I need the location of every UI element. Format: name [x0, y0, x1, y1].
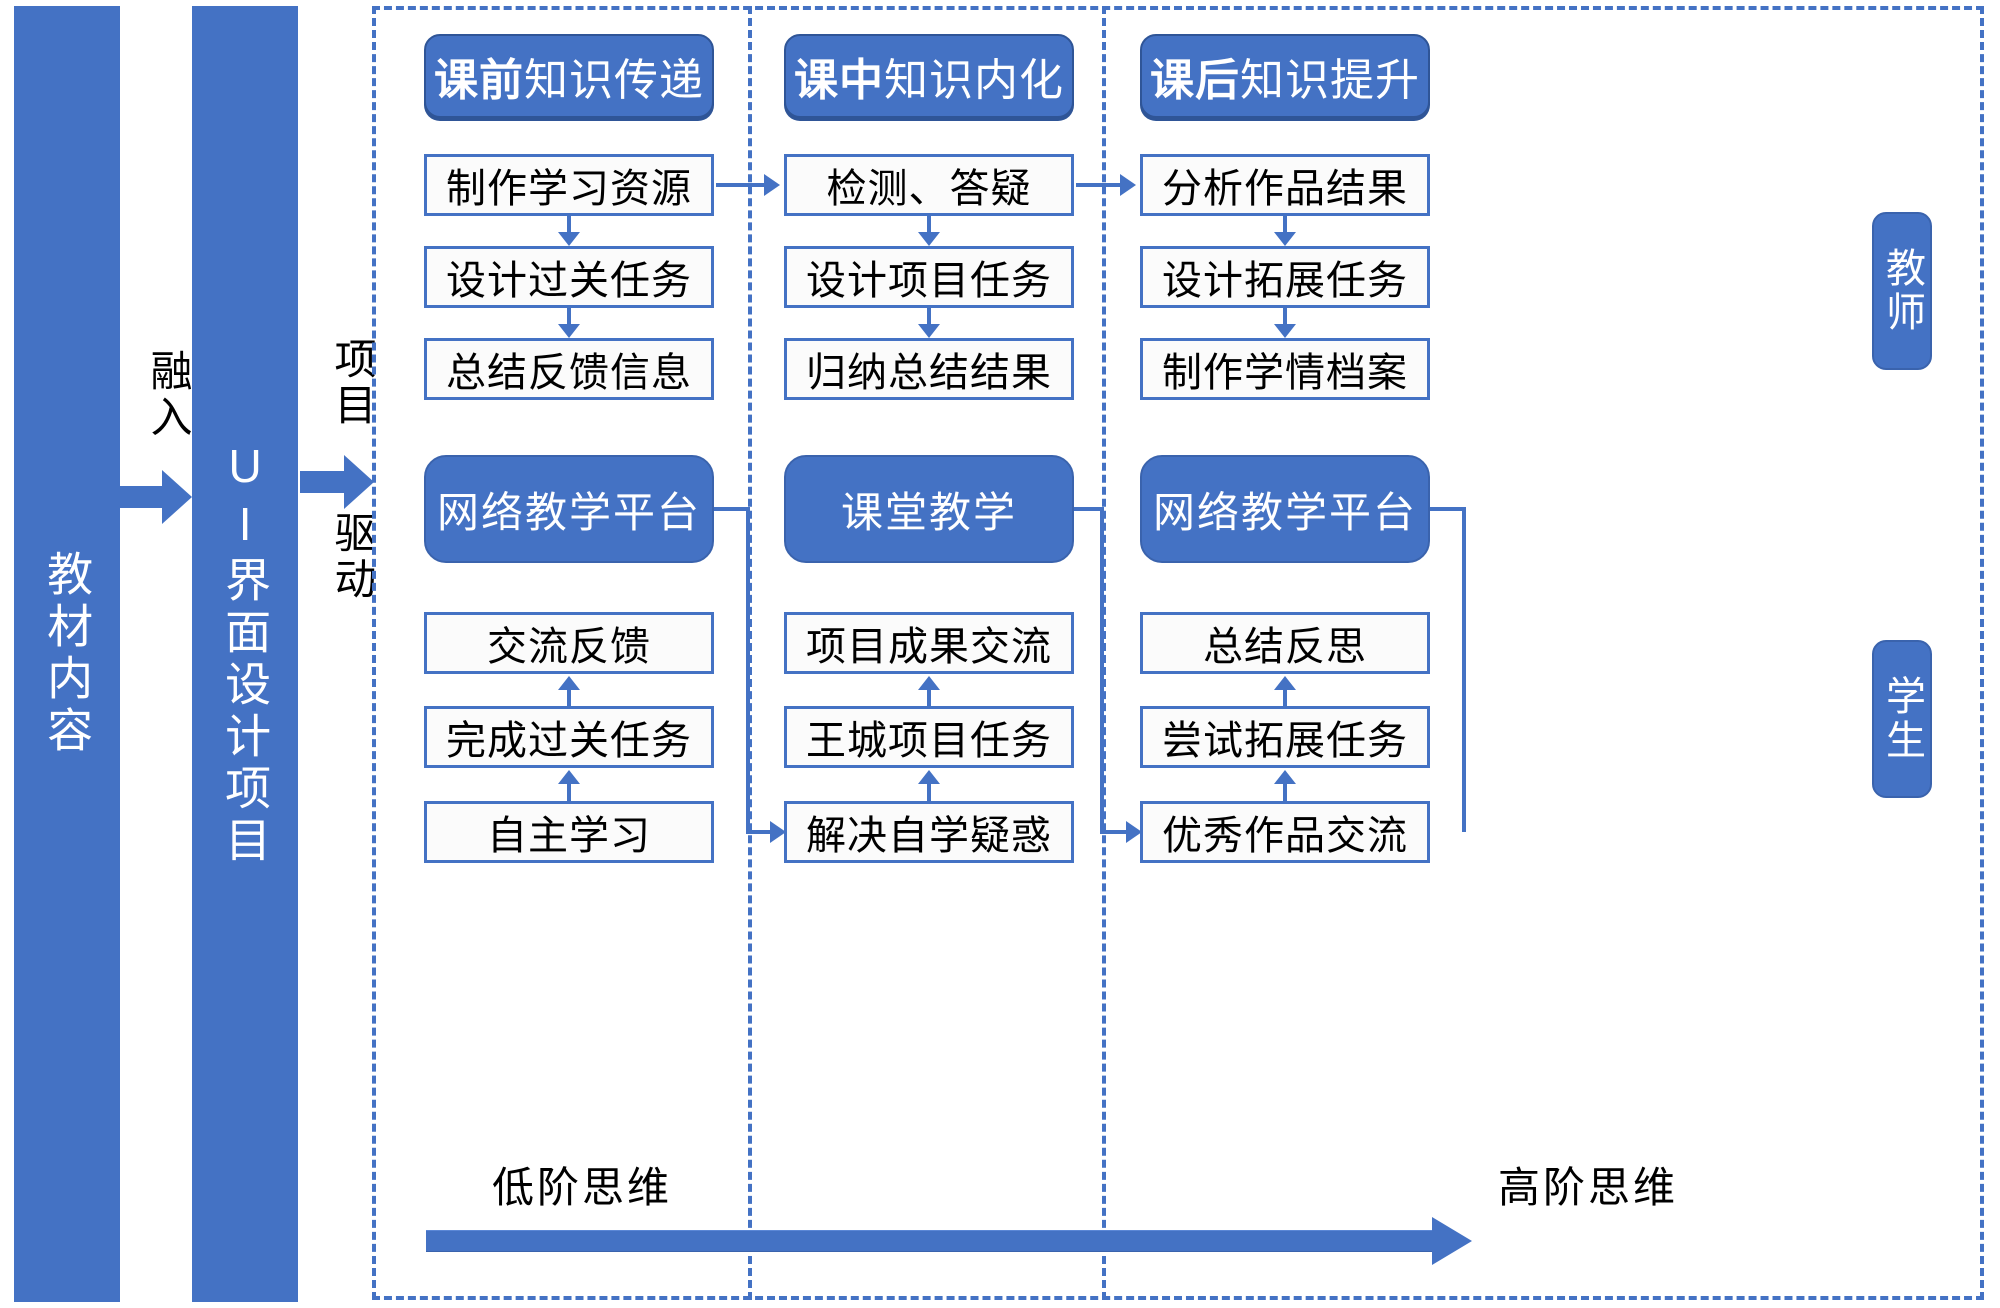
- arrow-down-icon: [916, 308, 942, 338]
- platform-connector-line: [1430, 507, 1464, 511]
- arrow-up-icon: [1272, 676, 1298, 706]
- arrow-up-icon: [1272, 770, 1298, 801]
- teacher-step-box[interactable]: 设计拓展任务: [1140, 246, 1430, 308]
- phase-header-rest: 知识传递: [524, 56, 704, 105]
- phase-header-in-class[interactable]: 课中知识内化: [784, 34, 1074, 118]
- integrate-label: 融入: [145, 349, 192, 441]
- arrow-down-icon: [556, 308, 582, 338]
- integrate-arrow-icon: [118, 470, 192, 524]
- phase-rail-line: [1462, 507, 1466, 832]
- student-step-box[interactable]: 自主学习: [424, 801, 714, 863]
- phase-header-rest: 知识内化: [884, 56, 1064, 105]
- textbook-content-bar: 教材内容: [14, 6, 120, 1302]
- student-step-box[interactable]: 总结反思: [1140, 612, 1430, 674]
- student-step-box[interactable]: 完成过关任务: [424, 706, 714, 768]
- arrow-down-icon: [1272, 308, 1298, 338]
- project-drive-arrow-icon: [300, 455, 374, 509]
- phase-header-bold: 课中: [794, 56, 884, 105]
- role-pill-teacher[interactable]: 教师: [1872, 212, 1932, 370]
- arrow-up-icon: [916, 770, 942, 801]
- teacher-step-box[interactable]: 总结反馈信息: [424, 338, 714, 400]
- arrow-down-icon: [556, 216, 582, 246]
- teacher-step-box[interactable]: 设计过关任务: [424, 246, 714, 308]
- role-pill-student[interactable]: 学生: [1872, 640, 1932, 798]
- drive-label: 驱动: [329, 511, 376, 603]
- high-order-thinking-label: 高阶思维: [1498, 1166, 1679, 1212]
- student-step-box[interactable]: 王城项目任务: [784, 706, 1074, 768]
- student-step-box[interactable]: 项目成果交流: [784, 612, 1074, 674]
- phase-header-bold: 课后: [1150, 56, 1240, 105]
- teacher-step-box[interactable]: 制作学习资源: [424, 154, 714, 216]
- project-label: 项目: [329, 337, 376, 429]
- arrow-up-icon: [916, 676, 942, 706]
- teacher-step-box[interactable]: 分析作品结果: [1140, 154, 1430, 216]
- platform-box[interactable]: 课堂教学: [784, 455, 1074, 563]
- teacher-step-box[interactable]: 检测、答疑: [784, 154, 1074, 216]
- student-step-box[interactable]: 解决自学疑惑: [784, 801, 1074, 863]
- teacher-step-box[interactable]: 设计项目任务: [784, 246, 1074, 308]
- phase-header-post-class[interactable]: 课后知识提升: [1140, 34, 1430, 118]
- arrow-right-icon: [746, 819, 788, 845]
- platform-connector-line: [714, 507, 750, 511]
- phase-rail-line: [1100, 507, 1104, 832]
- platform-box[interactable]: 网络教学平台: [1140, 455, 1430, 563]
- phase-divider-2: [1102, 6, 1106, 1300]
- phase-header-rest: 知识提升: [1240, 56, 1420, 105]
- phase-header-bold: 课前: [434, 56, 524, 105]
- phases-container: [372, 6, 1984, 1300]
- arrow-right-icon: [1076, 172, 1138, 198]
- teacher-step-box[interactable]: 制作学情档案: [1140, 338, 1430, 400]
- teacher-step-box[interactable]: 归纳总结结果: [784, 338, 1074, 400]
- arrow-up-icon: [556, 770, 582, 801]
- student-step-box[interactable]: 优秀作品交流: [1140, 801, 1430, 863]
- phase-rail-line: [746, 507, 750, 832]
- platform-connector-line: [1074, 507, 1104, 511]
- arrow-down-icon: [1272, 216, 1298, 246]
- low-order-thinking-label: 低阶思维: [492, 1166, 673, 1212]
- phase-divider-1: [748, 6, 752, 1300]
- student-step-box[interactable]: 尝试拓展任务: [1140, 706, 1430, 768]
- student-step-box[interactable]: 交流反馈: [424, 612, 714, 674]
- arrow-right-icon: [1100, 819, 1144, 845]
- ui-design-project-bar: UI界面设计项目: [192, 6, 298, 1302]
- phase-header-pre-class[interactable]: 课前知识传递: [424, 34, 714, 118]
- arrow-right-icon: [716, 172, 782, 198]
- platform-box[interactable]: 网络教学平台: [424, 455, 714, 563]
- arrow-up-icon: [556, 676, 582, 706]
- arrow-down-icon: [916, 216, 942, 246]
- thinking-progression-arrow-icon: [426, 1217, 1472, 1265]
